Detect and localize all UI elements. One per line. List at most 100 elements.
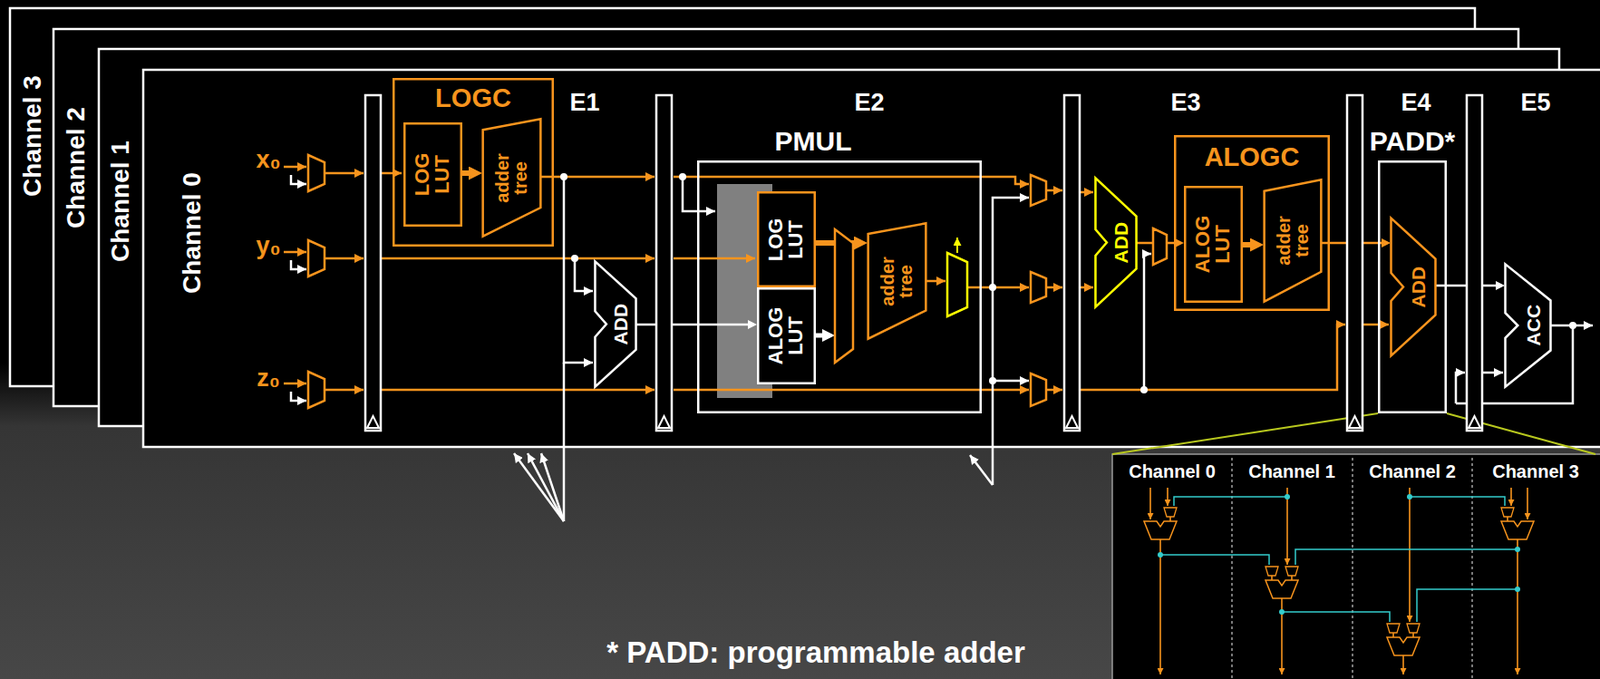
channel-panel: Channel 0LOGCLOG LUTadder treeADDPMULLOG… — [143, 69, 1600, 447]
channel-label: Channel 2 — [61, 106, 91, 229]
inset-orange-wire — [1516, 539, 1519, 675]
text-holder: adder tree — [1263, 178, 1322, 303]
junction-dot — [678, 173, 687, 181]
block-title: PMUL — [775, 126, 853, 158]
white-wire — [1455, 372, 1465, 404]
lut-label: LOG LUT — [766, 217, 807, 262]
white-wire — [992, 197, 1029, 288]
inset-cyan-wire — [1173, 496, 1288, 506]
footnote: * PADD: programmable adder — [606, 635, 1025, 670]
orange-wire — [324, 172, 364, 175]
block-title: PADD* — [1369, 126, 1455, 158]
inset-cyan-wire — [1281, 611, 1390, 622]
inset-junction-dot — [1514, 546, 1521, 553]
white-wire — [513, 453, 564, 522]
inset-junction-dot — [1279, 609, 1285, 615]
lookup-table: ALOG LUT — [756, 287, 816, 385]
junction-dot — [989, 283, 997, 291]
inset-junction-dot — [1157, 552, 1164, 558]
column-header: Channel 1 — [1248, 461, 1336, 483]
adder-tree-label: adder tree — [1274, 215, 1312, 265]
inset-mux — [1406, 623, 1420, 633]
pipeline-register — [1064, 95, 1080, 431]
shape-outline — [1391, 218, 1436, 357]
adder-tree-label: adder tree — [878, 256, 916, 306]
input-label: z₀ — [256, 364, 281, 393]
text-holder: LOG LUT — [403, 122, 463, 227]
multiplexer — [1030, 174, 1047, 206]
text-holder: ADD — [1095, 176, 1137, 309]
clock-triangle — [367, 416, 379, 428]
orange-wire — [380, 388, 655, 392]
lut-label: ALOG LUT — [766, 307, 807, 366]
multiplexer — [308, 371, 325, 408]
function-block: LOGC LOG LUT adder tree — [392, 77, 554, 247]
adder-label: ADD — [1408, 266, 1428, 309]
adder-label: ADD — [610, 303, 631, 346]
inset-junction-dot — [1406, 494, 1413, 500]
orange-wire — [324, 257, 364, 261]
orange-wire — [380, 172, 402, 175]
text-holder: LOG LUT — [756, 191, 816, 288]
channel-panel: Channel 1 — [98, 48, 1560, 427]
pipeline-register — [365, 95, 381, 431]
pipeline-register — [1347, 95, 1363, 431]
text-holder: ACC — [1504, 262, 1552, 388]
channel-label: Channel 3 — [18, 75, 48, 197]
multiplexer — [834, 229, 854, 363]
inset-mux — [1386, 623, 1400, 633]
white-wire — [1144, 253, 1152, 390]
stage-label: E3 — [1170, 88, 1201, 117]
connector — [1242, 242, 1251, 248]
orange-wire — [926, 280, 946, 283]
clock-triangle — [1066, 416, 1078, 428]
multiplexer — [1030, 373, 1047, 407]
inset-adder — [1265, 580, 1299, 599]
white-wire — [527, 453, 564, 522]
lookup-table: LOG LUT — [403, 122, 463, 227]
lookup-table: LOG LUT — [756, 191, 816, 288]
text-holder: ADD — [594, 260, 637, 388]
inset-cyan-wire — [1160, 554, 1270, 565]
shape-outline — [1264, 179, 1322, 301]
multiplexer — [308, 155, 325, 192]
channel-panel: Channel 3 — [9, 8, 1475, 387]
inset-orange-wire — [1159, 539, 1162, 675]
inset-orange-wire — [1510, 487, 1513, 506]
junction-dot — [1140, 386, 1148, 394]
input-label: x₀ — [255, 145, 281, 175]
shape-outline — [594, 261, 636, 387]
zoom-inset: Channel 0Channel 1Channel 2Channel 3 — [1112, 454, 1600, 679]
inset-mux — [1265, 566, 1279, 576]
orange-wire — [283, 165, 307, 169]
inset-adder — [1144, 521, 1534, 656]
zoom-inset-ground — [1112, 454, 1600, 679]
inset-adder — [1144, 521, 1177, 540]
orange-wire — [1046, 388, 1063, 392]
orange-wire — [541, 175, 655, 179]
adder-tree: adder tree — [1263, 178, 1322, 303]
adder-symbol: ADD — [1390, 216, 1436, 358]
select-arrow — [956, 237, 959, 253]
inset-adder — [1386, 637, 1420, 656]
input-label: y₀ — [255, 232, 281, 261]
text-holder: ALOG LUT — [756, 287, 816, 385]
orange-wire — [967, 286, 1029, 290]
white-wire — [290, 391, 307, 401]
shape-outline — [1505, 263, 1552, 387]
block-title: LOGC — [435, 83, 512, 114]
adder-symbol: ADD — [594, 260, 637, 388]
junction-dot — [560, 173, 568, 181]
inset-mux — [1285, 566, 1299, 576]
zoom-inset-ground — [1112, 454, 1600, 679]
zoom-inset-ground — [1231, 457, 1473, 679]
orange-wire — [380, 257, 655, 261]
pipeline-register — [656, 95, 672, 431]
orange-wire — [283, 251, 307, 254]
adder-symbol: ADD — [1095, 176, 1137, 309]
text-holder: adder tree — [867, 222, 927, 340]
orange-wire — [673, 176, 1029, 185]
adder-label: ADD — [1111, 222, 1131, 264]
adder-tree: adder tree — [482, 117, 542, 238]
